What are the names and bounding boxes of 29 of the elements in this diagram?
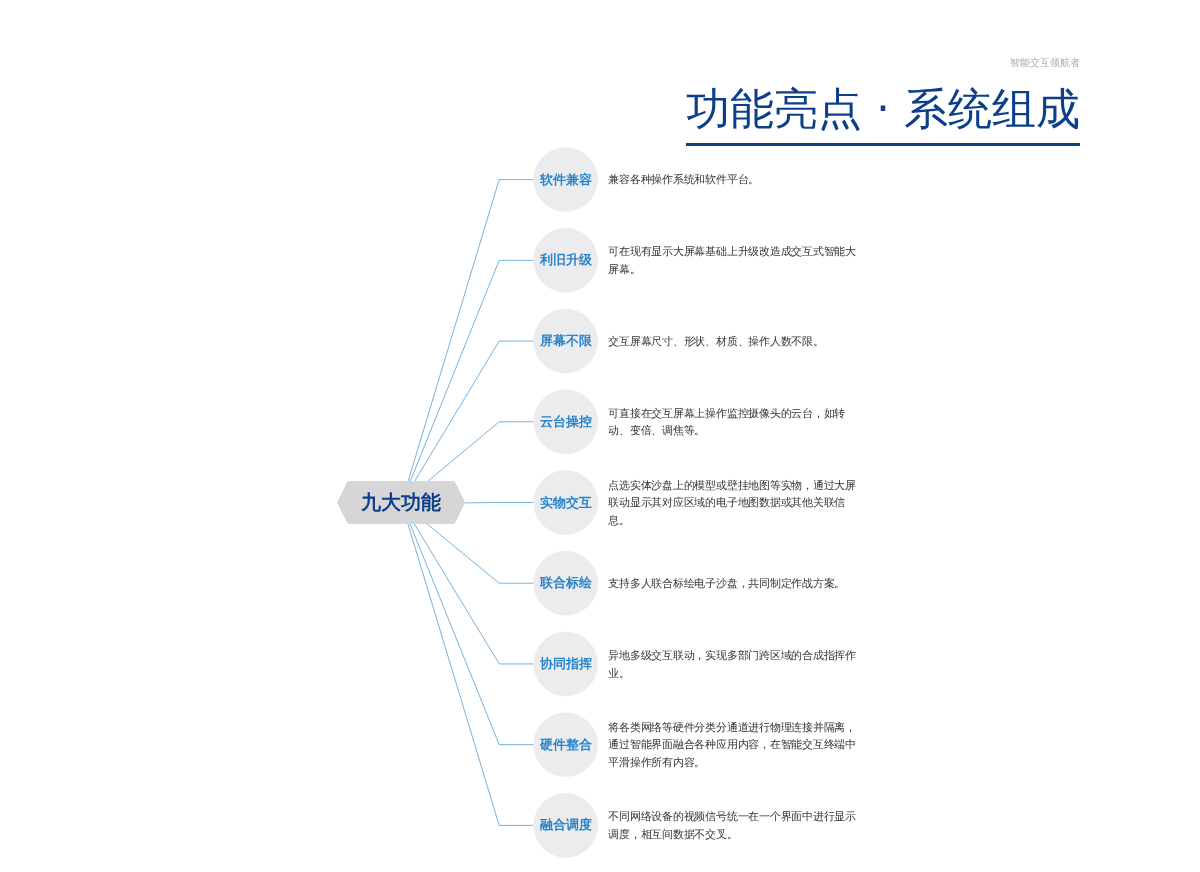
node-circle: 云台操控	[533, 389, 599, 455]
node-circle: 协同指挥	[533, 631, 599, 697]
connector	[413, 340, 535, 483]
connector	[426, 421, 535, 483]
node-circle: 联合标绘	[533, 550, 599, 616]
description-text: 不同网络设备的视频信号统一在一个界面中进行显示调度，相互间数据不交叉。	[608, 809, 858, 842]
node-circle: 软件兼容	[533, 147, 599, 212]
description-text: 可在现有显示大屏幕基础上升级改造成交互式智能大屏幕。	[608, 244, 858, 277]
description-text: 兼容各种操作系统和软件平台。	[608, 172, 760, 188]
node-circle: 硬件整合	[533, 712, 599, 777]
connector	[409, 523, 535, 746]
description-text: 交互屏幕尺寸、形状、材质、操作人数不限。	[608, 333, 824, 350]
tagline-text: 智能交互领航者	[1010, 57, 1080, 68]
connector	[407, 179, 535, 483]
page-title: 功能亮点 · 系统组成	[686, 80, 1080, 146]
connector	[413, 523, 535, 665]
description-text: 支持多人联合标绘电子沙盘，共同制定作战方案。	[608, 575, 846, 592]
node-circle: 利旧升级	[533, 228, 599, 293]
description-text: 将各类网络等硬件分类分通道进行物理连接并隔离，通过智能界面融合各种应用内容，在智能交互终端中平滑操作所有内容。	[608, 720, 858, 770]
description-text: 点选实体沙盘上的模型或壁挂地图等实物，通过大屏联动显示其对应区域的电子地图数据或其他关联信息。	[608, 478, 858, 528]
connector	[407, 523, 535, 826]
node-circle: 融合调度	[533, 793, 599, 858]
connector	[409, 259, 535, 483]
connector	[426, 523, 535, 584]
description-text: 可直接在交互屏幕上操作监控摄像头的云台，如转动、变倍、调焦等。	[608, 405, 847, 439]
description-text: 异地多级交互联动，实现多部门跨区域的合成指挥作业。	[608, 648, 858, 681]
connector	[464, 502, 535, 504]
node-circle: 实物交互	[533, 470, 599, 535]
node-circle: 屏幕不限	[533, 308, 599, 374]
